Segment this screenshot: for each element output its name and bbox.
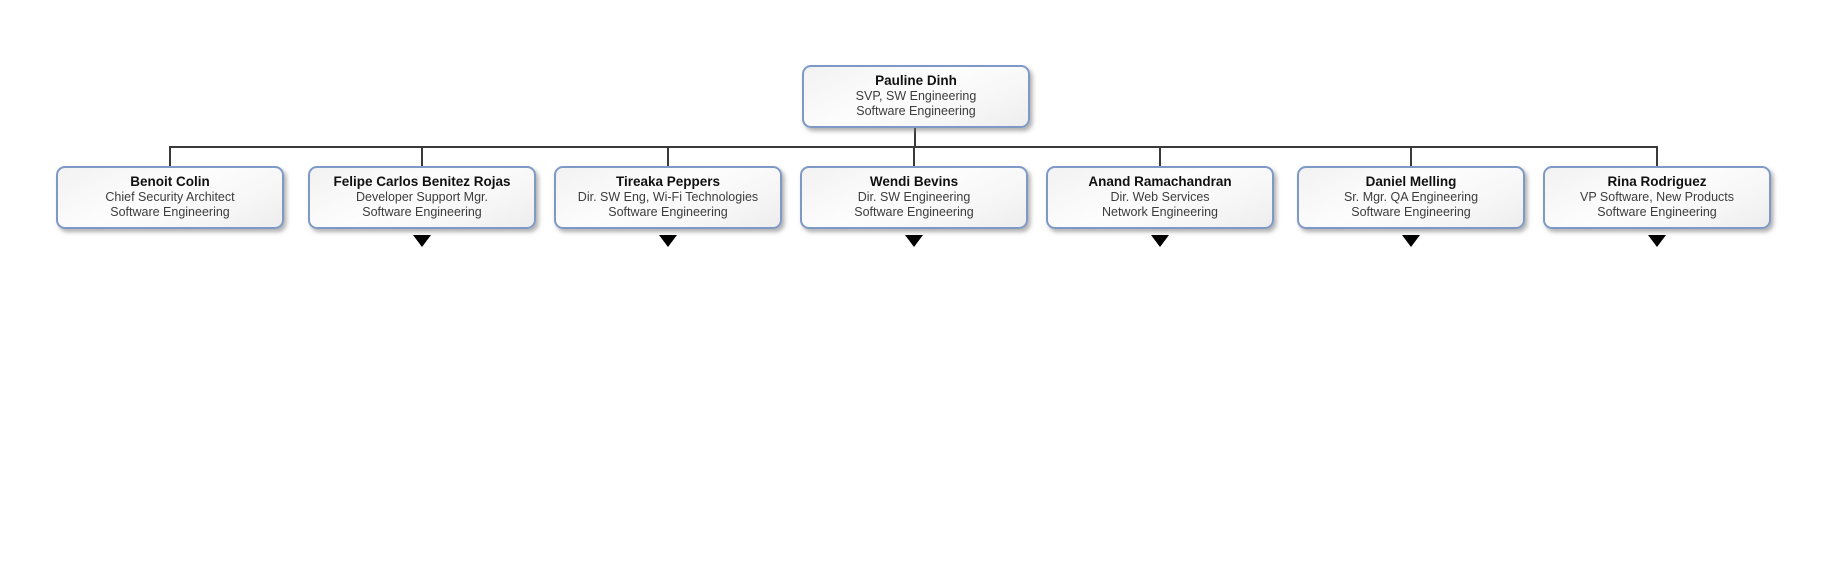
org-card-root[interactable]: Pauline Dinh SVP, SW Engineering Softwar… [802,65,1030,128]
person-department: Network Engineering [1101,205,1219,220]
person-department: Software Engineering [1597,205,1717,220]
expand-subordinates-icon[interactable] [1402,235,1420,247]
person-title: Dir. SW Engineering [857,189,971,204]
person-name: Rina Rodriguez [1607,174,1707,190]
person-department: Software Engineering [362,205,482,220]
person-title: Dir. SW Eng, Wi-Fi Technologies [577,189,759,204]
person-title: VP Software, New Products [1579,189,1734,204]
connector-drop [667,147,669,167]
org-card-child[interactable]: Benoit Colin Chief Security Architect So… [56,166,284,229]
connector-drop [1159,147,1161,167]
person-title: Dir. Web Services [1110,189,1210,204]
person-name: Benoit Colin [130,174,210,190]
org-card-child[interactable]: Anand Ramachandran Dir. Web Services Net… [1046,166,1274,229]
connector-root-stub [914,128,916,148]
person-name: Daniel Melling [1365,174,1457,190]
connector-drop [1656,147,1658,167]
org-card-child[interactable]: Tireaka Peppers Dir. SW Eng, Wi-Fi Techn… [554,166,782,229]
person-name: Tireaka Peppers [615,174,721,190]
person-title: Developer Support Mgr. [355,189,488,204]
org-card-child[interactable]: Wendi Bevins Dir. SW Engineering Softwar… [800,166,1028,229]
person-title: SVP, SW Engineering [855,88,977,103]
person-department: Software Engineering [856,104,976,119]
org-card-child[interactable]: Daniel Melling Sr. Mgr. QA Engineering S… [1297,166,1525,229]
connector-drop [421,147,423,167]
org-card-child[interactable]: Rina Rodriguez VP Software, New Products… [1543,166,1771,229]
expand-subordinates-icon[interactable] [1648,235,1666,247]
connector-drop [1410,147,1412,167]
person-name: Wendi Bevins [869,174,959,190]
org-card-child[interactable]: Felipe Carlos Benitez Rojas Developer Su… [308,166,536,229]
expand-subordinates-icon[interactable] [1151,235,1169,247]
person-department: Software Engineering [608,205,728,220]
person-department: Software Engineering [1351,205,1471,220]
person-department: Software Engineering [854,205,974,220]
expand-subordinates-icon[interactable] [413,235,431,247]
person-department: Software Engineering [110,205,230,220]
connector-drop [169,147,171,167]
person-title: Chief Security Architect [105,189,235,204]
person-name: Pauline Dinh [875,73,957,89]
person-name: Felipe Carlos Benitez Rojas [333,174,511,190]
person-title: Sr. Mgr. QA Engineering [1343,189,1479,204]
connector-drop [913,147,915,167]
expand-subordinates-icon[interactable] [905,235,923,247]
person-name: Anand Ramachandran [1088,174,1232,190]
expand-subordinates-icon[interactable] [659,235,677,247]
